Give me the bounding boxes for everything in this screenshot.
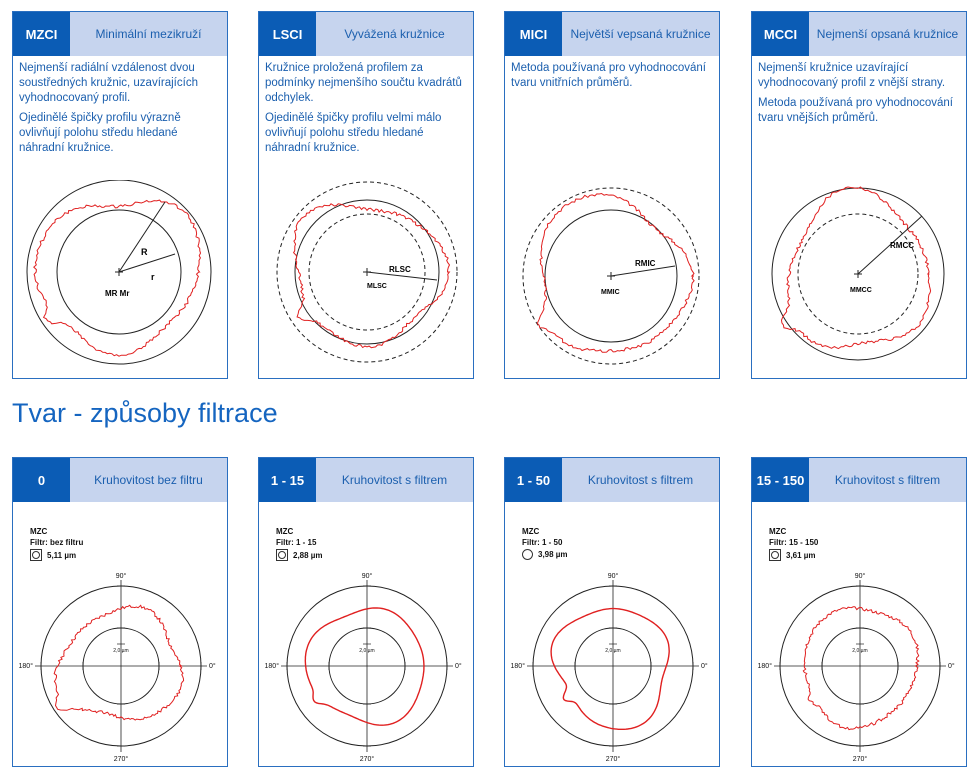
label-radius: RMCC	[890, 241, 914, 250]
method-code: MICI	[505, 12, 562, 56]
method-desc-2: Ojedinělé špičky profilu výrazně ovlivňu…	[19, 112, 181, 154]
scale-label: 2,0 µm	[359, 648, 374, 654]
filter-label: Filtr: 15 - 150	[769, 538, 819, 547]
method-desc-1: Metoda používaná pro vyhodnocování tvaru…	[511, 62, 706, 89]
angle-label-180: 180°	[265, 662, 280, 670]
profile-trace	[33, 199, 202, 357]
angle-label-90: 90°	[116, 572, 127, 580]
label-big-radius: R	[141, 247, 148, 257]
roundness-symbol-icon	[276, 549, 288, 561]
profile-trace	[53, 604, 185, 721]
roundness-symbol-icon	[522, 549, 533, 560]
scale-label: 2,0 µm	[113, 648, 128, 654]
angle-label-0: 0°	[701, 662, 708, 670]
angle-label-270: 270°	[114, 755, 129, 763]
filter-title: Kruhovitost s filtrem	[562, 458, 719, 502]
label-center: MR Mr	[105, 289, 129, 298]
filter-value: 3,98 µm	[538, 550, 568, 559]
scale-label: 2,0 µm	[852, 648, 867, 654]
polar-chart-3: 90° 270° 180° 0° 2,0 µm	[758, 572, 955, 763]
method-desc-2: Ojedinělé špičky profilu velmi málo ovli…	[265, 112, 442, 154]
filter-code: 0	[13, 458, 70, 502]
angle-label-90: 90°	[855, 572, 866, 580]
filter-label: Filtr: 1 - 50	[522, 538, 563, 547]
filter-value: 5,11 µm	[47, 550, 77, 560]
roundness-symbol-icon	[30, 549, 42, 561]
label-center: MLSC	[367, 283, 387, 290]
method-desc-1: Nejmenší kružnice uzavírající vyhodnocov…	[758, 62, 946, 89]
angle-label-0: 0°	[455, 662, 462, 670]
angle-label-90: 90°	[362, 572, 373, 580]
angle-label-90: 90°	[608, 572, 619, 580]
method-title: Vyvážená kružnice	[316, 12, 473, 56]
profile-trace	[292, 203, 451, 349]
polar-chart-0: 90° 270° 180° 0° 2,0 µm	[19, 572, 216, 763]
method-title: Největší vepsaná kružnice	[562, 12, 719, 56]
angle-label-180: 180°	[758, 662, 773, 670]
filter-method: MZC	[522, 527, 540, 536]
filter-code: 1 - 50	[505, 458, 562, 502]
angle-label-180: 180°	[511, 662, 526, 670]
filter-method: MZC	[769, 527, 787, 536]
method-code: MZCI	[13, 12, 70, 56]
filter-label: Filtr: bez filtru	[30, 538, 84, 547]
filter-value: 3,61 µm	[786, 550, 816, 560]
profile-trace	[536, 192, 695, 353]
filter-value: 2,88 µm	[293, 550, 323, 560]
profile-trace	[780, 186, 932, 350]
angle-label-180: 180°	[19, 662, 34, 670]
polar-chart-1: 90° 270° 180° 0° 2,0 µm	[265, 572, 462, 763]
label-center: MMCC	[850, 287, 872, 294]
mcci-diagram: RMCC MMCC	[771, 186, 945, 361]
angle-label-0: 0°	[948, 662, 955, 670]
label-small-radius: r	[151, 272, 155, 282]
section-title: Tvar - způsoby filtrace	[12, 398, 278, 428]
method-desc-2: Metoda používaná pro vyhodnocování tvaru…	[758, 97, 953, 124]
filter-title: Kruhovitost s filtrem	[316, 458, 473, 502]
filter-title: Kruhovitost bez filtru	[70, 458, 227, 502]
filter-code: 15 - 150	[752, 458, 809, 502]
method-code: MCCI	[752, 12, 809, 56]
angle-label-270: 270°	[853, 755, 868, 763]
mzci-diagram: R r MR Mr	[26, 180, 212, 365]
filter-method: MZC	[30, 527, 48, 536]
method-desc-1: Nejmenší radiální vzdálenost dvou soustř…	[19, 62, 198, 104]
method-desc-1: Kružnice proložená profilem za podmínky …	[265, 62, 462, 104]
angle-label-270: 270°	[360, 755, 375, 763]
filter-label: Filtr: 1 - 15	[276, 538, 317, 547]
roundness-symbol-icon	[769, 549, 781, 561]
lsci-diagram: RLSC MLSC	[276, 181, 458, 363]
label-center: MMIC	[601, 289, 620, 296]
method-title: Minimální mezikruží	[70, 12, 227, 56]
label-radius: RLSC	[389, 265, 411, 274]
scale-label: 2,0 µm	[605, 648, 620, 654]
profile-trace	[304, 607, 425, 726]
method-title: Nejmenší opsaná kružnice	[809, 12, 966, 56]
profile-trace	[550, 607, 670, 730]
filter-code: 1 - 15	[259, 458, 316, 502]
label-radius: RMIC	[635, 259, 656, 268]
filter-title: Kruhovitost s filtrem	[809, 458, 966, 502]
filter-method: MZC	[276, 527, 294, 536]
angle-label-270: 270°	[606, 755, 621, 763]
profile-trace	[802, 606, 920, 731]
angle-label-0: 0°	[209, 662, 216, 670]
polar-chart-2: 90° 270° 180° 0° 2,0 µm	[511, 572, 708, 763]
mici-diagram: RMIC MMIC	[522, 187, 700, 365]
method-code: LSCI	[259, 12, 316, 56]
